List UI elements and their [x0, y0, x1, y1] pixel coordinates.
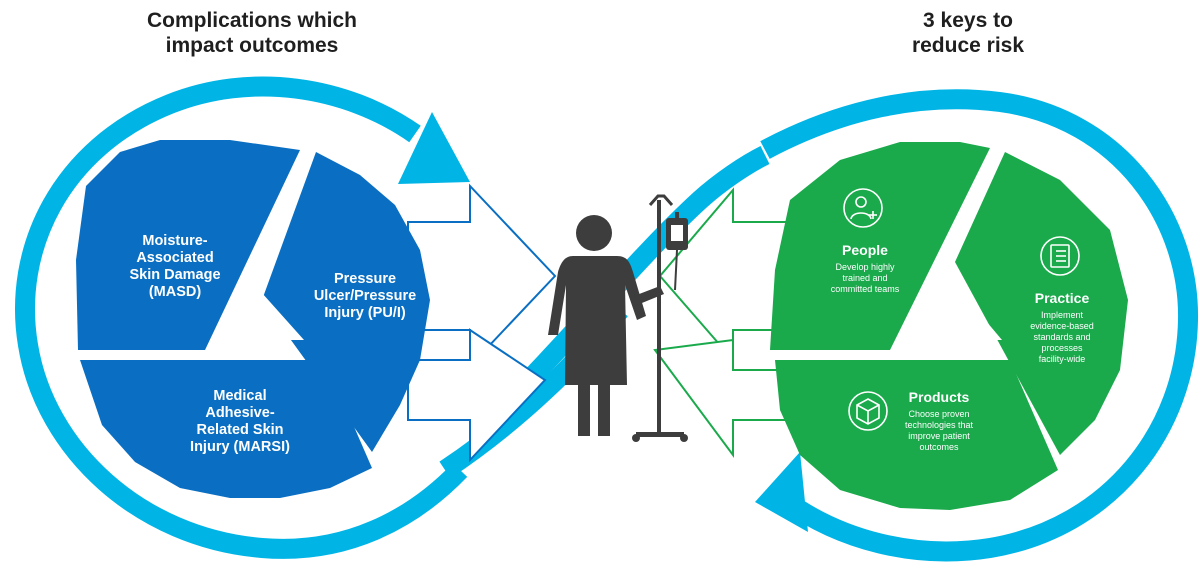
- complication-label-line: Related Skin: [196, 422, 284, 438]
- loop-left-ring: [15, 76, 468, 559]
- key-desc-line: facility-wide: [1038, 354, 1086, 364]
- complication-label-marsi: Medical Adhesive- Related Skin Injury (M…: [170, 388, 310, 456]
- complication-label-line: Adhesive-: [205, 405, 275, 421]
- complication-segment-pui: [262, 152, 430, 452]
- complications-heading-line2: impact outcomes: [165, 34, 339, 57]
- key-segment-people: [770, 142, 990, 350]
- key-label-people: People Develop highly trained and commit…: [810, 242, 920, 295]
- complication-label-line: (MASD): [148, 284, 202, 300]
- right-connector-arrow-lower: [653, 338, 796, 459]
- complication-label-line: Pressure: [333, 271, 397, 287]
- key-title-people: People: [842, 242, 888, 258]
- box-icon: [848, 391, 888, 431]
- complication-label-pui: Pressure Ulcer/Pressure Injury (PU/I): [300, 271, 430, 322]
- key-label-products: Products Choose proven technologies that…: [884, 389, 994, 453]
- key-title-practice: Practice: [1034, 290, 1090, 306]
- complication-label-line: Injury (MARSI): [190, 439, 290, 455]
- key-desc-line: evidence-based: [1030, 321, 1094, 331]
- complication-segment-marsi: [80, 360, 372, 498]
- keys-heading-line1: 3 keys to: [923, 9, 1013, 32]
- iv-pole-icon: [632, 194, 688, 442]
- key-desc-line: improve patient: [908, 431, 970, 441]
- key-desc-products: Choose proven technologies that improve …: [884, 409, 994, 453]
- key-desc-line: committed teams: [830, 284, 900, 294]
- key-desc-people: Develop highly trained and committed tea…: [810, 262, 920, 295]
- loop-arrowhead-bottom: [755, 452, 808, 532]
- key-desc-line: Implement: [1040, 310, 1084, 320]
- complications-heading-line1: Complications which: [146, 9, 358, 32]
- key-center-triangle: [918, 290, 1002, 340]
- complications-circle: [76, 140, 430, 498]
- complication-label-masd: Moisture- Associated Skin Damage (MASD): [110, 233, 240, 301]
- complication-label-line: Ulcer/Pressure: [313, 288, 417, 304]
- key-desc-line: Develop highly: [835, 262, 895, 272]
- key-desc-line: processes: [1041, 343, 1083, 353]
- keys-heading-line2: reduce risk: [911, 34, 1025, 57]
- left-connector-arrow-lower: [407, 328, 547, 463]
- complication-center-triangle: [222, 293, 304, 340]
- complications-heading: Complications which impact outcomes: [122, 8, 382, 58]
- complication-label-line: Injury (PU/I): [324, 305, 406, 321]
- loop-arrowhead-top: [398, 112, 470, 184]
- complication-label-line: Associated: [136, 250, 214, 266]
- loop-cross-upper: [482, 146, 770, 428]
- keys-heading: 3 keys to reduce risk: [858, 8, 1078, 58]
- key-title-products: Products: [908, 389, 970, 405]
- complication-segment-masd: [76, 140, 300, 350]
- key-desc-line: outcomes: [919, 442, 959, 452]
- person-add-icon: [843, 188, 883, 228]
- complication-label-line: Moisture-: [142, 233, 208, 249]
- key-desc-line: trained and: [842, 273, 888, 283]
- complication-label-line: Medical: [213, 388, 267, 404]
- loop-right-ring: [760, 89, 1199, 562]
- key-segment-products: [775, 360, 1058, 510]
- key-desc-line: technologies that: [904, 420, 974, 430]
- complication-label-line: Skin Damage: [129, 267, 221, 283]
- key-desc-line: standards and: [1033, 332, 1091, 342]
- key-desc-practice: Implement evidence-based standards and p…: [1012, 310, 1112, 365]
- key-desc-line: Choose proven: [908, 409, 970, 419]
- keys-circle: [770, 142, 1128, 510]
- patient-icon: [548, 215, 664, 436]
- clipboard-checklist-icon: [1040, 236, 1080, 276]
- key-segment-practice: [955, 152, 1128, 455]
- key-label-practice: Practice Implement evidence-based standa…: [1012, 290, 1112, 365]
